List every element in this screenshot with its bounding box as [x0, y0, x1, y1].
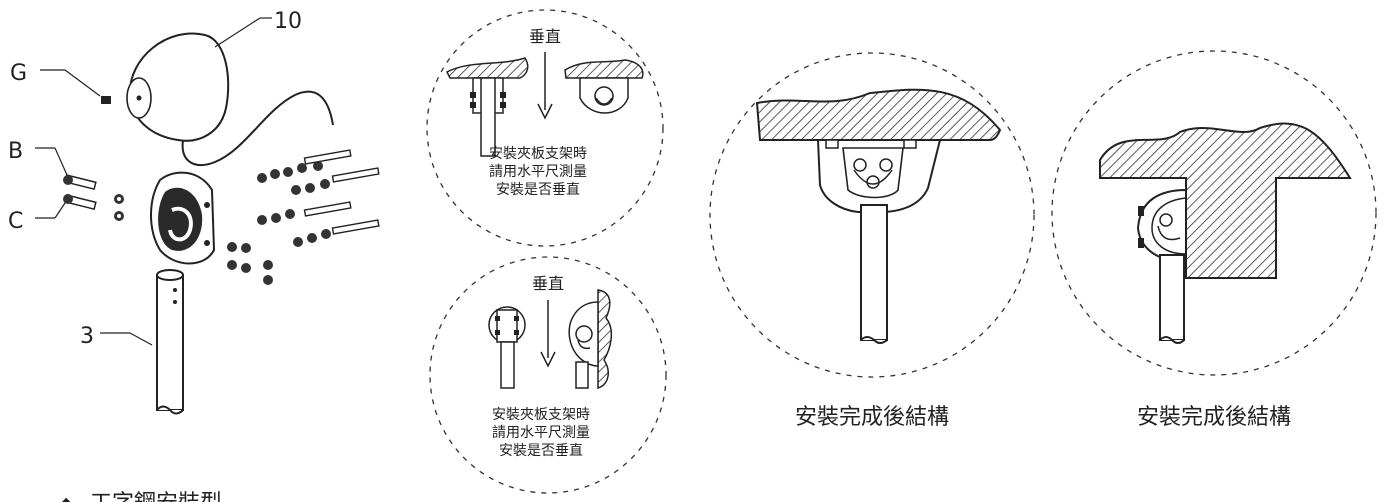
- detail-bottom-note-1: 安裝夾板支架時: [492, 407, 590, 423]
- callout-c: C: [8, 209, 23, 234]
- detail-top-note-2: 請用水平尺測量: [489, 164, 587, 180]
- pole-section: [860, 204, 888, 341]
- detail-bottom-vertical-label: 垂直: [532, 274, 564, 293]
- hardware-cluster: [227, 161, 331, 285]
- washers-left: [114, 194, 124, 221]
- footer-title: 工字鋼安裝型: [90, 491, 222, 502]
- callout-g: G: [10, 61, 27, 86]
- callout-10: 10: [274, 9, 302, 34]
- detail-top-vertical-label: 垂直: [529, 27, 561, 46]
- result-right: 安裝完成後結構: [1051, 50, 1377, 430]
- camera-cable: [181, 90, 334, 167]
- footer-heading: ◆ 工字鋼安裝型: [60, 491, 222, 502]
- callout-b: B: [8, 139, 23, 164]
- pole: [156, 269, 184, 415]
- long-bolts: [303, 149, 380, 235]
- result-left: 安裝完成後結構: [709, 52, 1035, 430]
- detail-bottom: 垂直 安裝夾板支架時 請用水平尺測量 安裝是否垂直: [429, 256, 667, 494]
- callout-3: 3: [80, 324, 94, 349]
- detail-top: 垂直 安裝夾板支架時 請用水平尺測量 安裝是否垂直: [426, 9, 664, 247]
- detail-bottom-note-3: 安裝是否垂直: [499, 442, 583, 459]
- pole-section-right: [1159, 254, 1185, 341]
- result-right-caption: 安裝完成後結構: [1137, 405, 1291, 430]
- detail-top-note-1: 安裝夾板支架時: [489, 146, 587, 162]
- beam-cross-section: [755, 88, 1002, 141]
- mounting-bracket: [150, 171, 216, 265]
- detail-bottom-note-2: 請用水平尺測量: [492, 425, 590, 441]
- camera-dome: [128, 32, 230, 142]
- bolt-pair: [63, 174, 97, 211]
- exploded-view: 10 G B C: [8, 9, 380, 415]
- side-bracket: [1136, 188, 1187, 264]
- result-left-caption: 安裝完成後結構: [795, 405, 949, 430]
- footer-bullet-icon: ◆: [60, 493, 73, 502]
- wall-cross-section: [1099, 122, 1352, 279]
- g-screw: [101, 96, 111, 104]
- detail-top-note-3: 安裝是否垂直: [496, 181, 580, 198]
